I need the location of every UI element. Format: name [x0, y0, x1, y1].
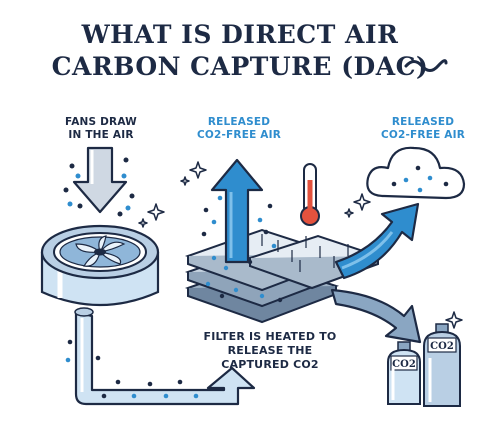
- filter-stack: [184, 228, 382, 324]
- released-center-label: RELEASED CO2-FREE AIR: [196, 116, 282, 141]
- fans-label: FANS DRAW IN THE AIR: [65, 116, 137, 141]
- clean-air-up-arrow-icon: [210, 158, 264, 264]
- cloud-icon: [366, 146, 466, 200]
- co2-to-tanks-arrow-icon: [330, 288, 422, 344]
- page-title-line-1: WHAT IS DIRECT AIR: [81, 20, 399, 49]
- air-intake-arrow-icon: [72, 146, 128, 214]
- air-duct: [74, 307, 256, 406]
- clean-air-right-arrow-icon: [334, 202, 420, 280]
- tilde-icon: [404, 59, 448, 72]
- air-molecules: [63, 157, 135, 217]
- thermometer-icon: [300, 163, 320, 226]
- fan-icon: [40, 224, 160, 307]
- tank-label-2: CO2: [430, 341, 454, 352]
- gas-tank-icon: CO2: [387, 341, 421, 405]
- released-right-label: RELEASED CO2-FREE AIR: [380, 116, 466, 141]
- sparkle-icon: [138, 161, 463, 336]
- filter-label: FILTER IS HEATED TO RELEASE THE CAPTURED…: [203, 330, 337, 371]
- gas-tank-icon: CO2: [423, 323, 461, 407]
- page-title-line-2: CARBON CAPTURE (DAC): [51, 52, 429, 81]
- tank-label-1: CO2: [392, 359, 416, 370]
